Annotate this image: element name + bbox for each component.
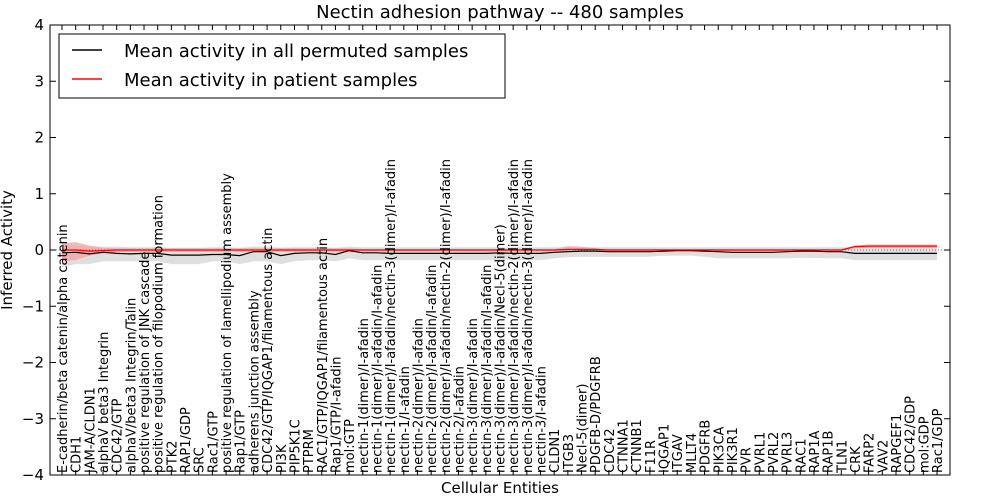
y-tick-label: −4 [22, 466, 44, 484]
x-tick-label: nectin-2(dimer)/I-afadin/I-afadin [425, 265, 440, 473]
y-tick-label: −3 [22, 410, 44, 428]
x-tick-label: RAP1/GDP [179, 407, 194, 473]
x-tick-label: RAP1A [808, 430, 823, 473]
legend-box [58, 33, 506, 99]
x-tick-label: Rac1/GDP [931, 408, 946, 473]
x-tick-label: CLDN1 [548, 429, 563, 473]
x-tick-label: PIK3R1 [726, 427, 741, 473]
x-tick-label: CTNNB1 [630, 419, 645, 473]
y-axis-label: Inferred Activity [0, 190, 16, 310]
x-tick-label: nectin-1(dimer)/I-afadin [357, 318, 372, 473]
x-tick-label: CTNNA1 [617, 419, 632, 473]
x-tick-label: mol:GDP [917, 416, 932, 473]
x-tick-label: PVRL1 [753, 432, 768, 473]
patient-mean-line [62, 245, 937, 252]
x-tick-label: VAV2 [876, 440, 891, 473]
legend-label-patient: Mean activity in patient samples [124, 70, 418, 91]
x-tick-label: nectin-1(dimer)/I-afadin/nectin-3(dimer)… [384, 159, 399, 473]
y-tick-label: −1 [22, 297, 44, 315]
x-tick-label: RAC1 [794, 438, 809, 473]
x-tick-label: PDGFRB [699, 420, 714, 473]
x-tick-label: CRK [849, 446, 864, 473]
chart-title: Nectin adhesion pathway -- 480 samples [316, 2, 684, 23]
x-axis-label: Cellular Entities [441, 479, 559, 497]
y-tick-label: −2 [22, 354, 44, 372]
x-tick-label: PVRL3 [781, 432, 796, 473]
x-tick-label: PDGFB-D/PDGFRB [589, 356, 604, 473]
patient-band [62, 242, 937, 262]
y-tick-label: 2 [34, 129, 44, 147]
x-tick-label: PIK3CA [712, 426, 727, 473]
x-tick-label: positive regulation of JNK cascade [138, 252, 153, 473]
x-tick-label: nectin-3/I-afadin [535, 366, 550, 473]
x-tick-label: nectin-3(dimer)/I-afadin [466, 318, 481, 473]
y-tick-label: 4 [34, 16, 44, 34]
x-tick-label: nectin-1(dimer)/I-afadin/I-afadin [370, 265, 385, 473]
y-tick-label: 3 [34, 72, 44, 90]
x-tick-label: CDC42/GTP [111, 398, 126, 473]
x-tick-label: positive regulation of filopodium format… [152, 195, 167, 473]
x-tick-label: PVR [740, 447, 755, 473]
x-tick-label: Rap1/GTP [234, 410, 249, 473]
plot-area-frame [49, 24, 951, 476]
x-tick-label: nectin-3(dimer)/I-afadin/nectin-2(dimer)… [507, 159, 522, 473]
x-tick-labels: E-cadherin/beta catenin/alpha cateninCDH… [56, 159, 946, 474]
x-tick-label: nectin-2(dimer)/I-afadin/nectin-2(dimer)… [439, 159, 454, 473]
x-tick-label: SRC [193, 447, 208, 473]
x-tick-label: CDH1 [70, 436, 85, 473]
x-tick-label: nectin-3(dimer)/I-afadin/I-afadin [480, 265, 495, 473]
line-layer [61, 245, 937, 257]
x-tick-label: RAC1/GTP/IQGAP1/filamentous actin [316, 238, 331, 473]
x-tick-label: Rac1/GTP [206, 411, 221, 473]
tick-layer: −4 −3 −2 −1 0 1 2 3 4 [22, 16, 950, 484]
x-tick-label: E-cadherin/beta catenin/alpha catenin [56, 224, 71, 473]
x-tick-label: ITGB3 [562, 434, 577, 473]
x-tick-label: PVRL2 [767, 432, 782, 473]
legend: Mean activity in all permuted samples Me… [58, 33, 506, 99]
x-tick-label: nectin-2(dimer)/I-afadin [411, 318, 426, 473]
x-tick-label: RAP1B [822, 431, 837, 473]
x-tick-label: positive regulation of lamellipodium ass… [220, 173, 235, 473]
x-tick-label: F11R [644, 440, 659, 473]
x-tick-label: Necl-5(dimer) [576, 384, 591, 473]
x-tick-label: PTK2 [165, 440, 180, 473]
x-tick-label: TLN1 [835, 440, 850, 474]
y-tick-label: 0 [34, 241, 44, 259]
x-tick-label: PI3K [275, 444, 290, 473]
x-tick-label: mol:GTP [343, 419, 358, 473]
x-tick-label: JAM-A/CLDN1 [83, 387, 98, 474]
x-tick-label: adherens junction assembly [247, 290, 262, 473]
x-tick-label: Rap1/GTP/I-afadin [329, 356, 344, 473]
x-tick-label: PIP5K1C [288, 419, 303, 473]
x-tick-label: alphaV beta3 Integrin [97, 332, 112, 473]
x-tick-label: CDC42 [603, 428, 618, 473]
x-tick-label: FARP2 [863, 433, 878, 473]
x-tick-label: alphaV/beta3 Integrin/Talin [124, 298, 139, 473]
x-tick-label: ITGAV [671, 434, 686, 473]
x-tick-label: nectin-1/I-afadin [398, 366, 413, 473]
x-tick-label: IQGAP1 [658, 424, 673, 473]
x-tick-label: nectin-2/I-afadin [452, 366, 467, 473]
x-tick-label: CDC42/GTP/IQGAP1/filamentous actin [261, 228, 276, 473]
x-tick-label: PTPRM [302, 429, 317, 473]
permuted-mean-line [61, 249, 937, 257]
legend-label-permuted: Mean activity in all permuted samples [124, 41, 468, 62]
x-tick-label: RAPGEF1 [890, 414, 905, 473]
x-tick-label: CDC42/GDP [904, 396, 919, 473]
y-tick-label: 1 [34, 185, 44, 203]
x-tick-label: nectin-3(dimer)/I-afadin/Necl-5(dimer) [494, 224, 509, 473]
x-tick-label: nectin-3(dimer)/I-afadin/nectin-3(dimer)… [521, 159, 536, 473]
x-tick-label: MLLT4 [685, 433, 700, 473]
